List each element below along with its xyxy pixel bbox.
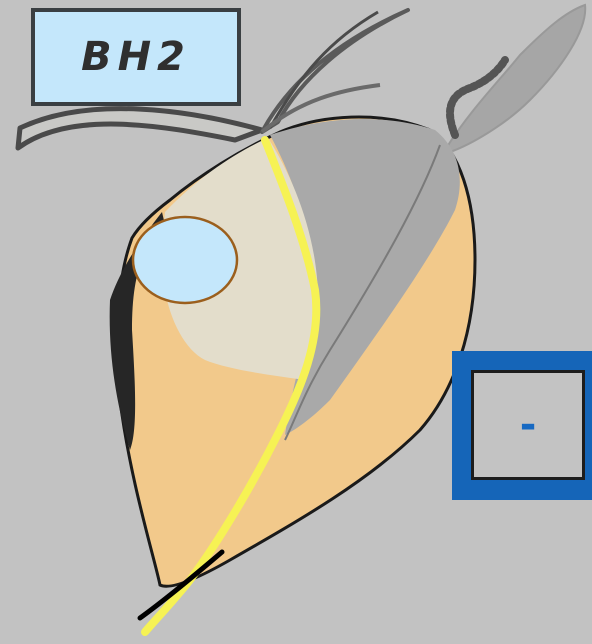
light-blue-circle [133, 217, 237, 303]
minus-icon[interactable]: - [520, 405, 537, 445]
minus-button[interactable]: - [452, 351, 592, 500]
label-box: BH2 [31, 8, 241, 106]
feather-structure [445, 5, 585, 152]
label-text: BH2 [81, 34, 191, 80]
left-vessel-band [18, 109, 262, 148]
minus-button-inner[interactable]: - [471, 370, 585, 480]
